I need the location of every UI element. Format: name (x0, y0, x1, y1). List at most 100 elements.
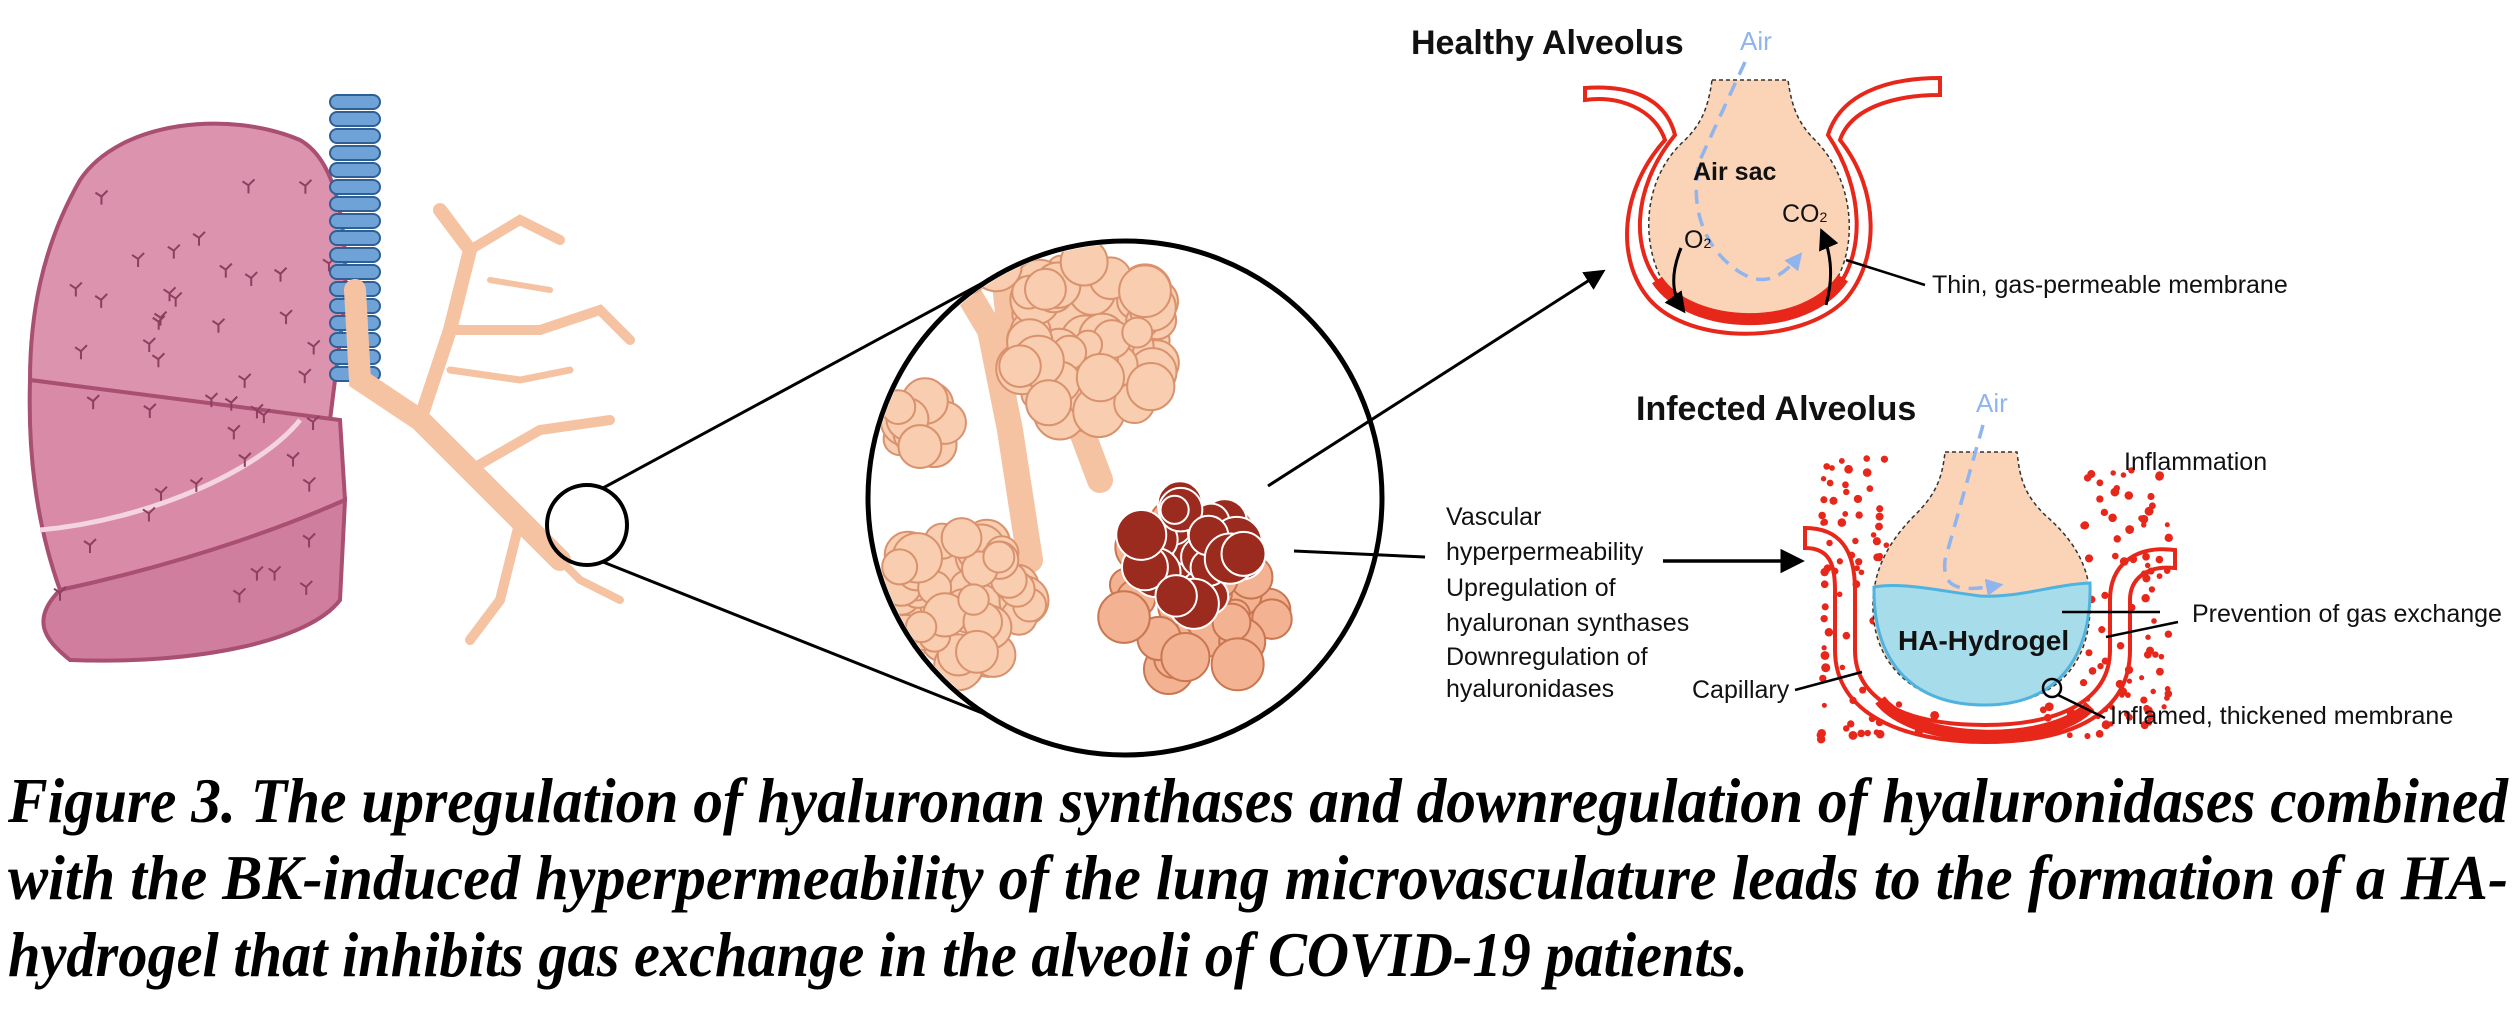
lung-texture-mark (192, 231, 206, 246)
inflammation-dot (2139, 675, 2145, 681)
lung-texture-mark (227, 424, 241, 440)
ha-hydrogel (1872, 581, 2092, 707)
inflammation-dot (2145, 634, 2151, 640)
trachea (329, 94, 381, 382)
inflammation-dot (2084, 733, 2091, 740)
lung-texture-mark (69, 281, 83, 297)
inflammation-dot (1859, 686, 1867, 694)
inflammation-dot (2140, 696, 2148, 704)
co2-label: CO (1782, 200, 1820, 228)
lung-texture-mark (298, 179, 313, 194)
trachea-ring (329, 145, 381, 161)
lung-texture-mark (162, 286, 177, 302)
alveolus-bubble (1118, 264, 1172, 319)
inflammation-dot (2044, 702, 2054, 712)
alveolus-bubble (940, 517, 983, 559)
lung-texture-mark (241, 178, 256, 194)
trachea-ring (329, 94, 381, 110)
inflammation-dot (2124, 491, 2134, 500)
inflammation-dot (2164, 522, 2170, 528)
inflammation-dot (1826, 539, 1833, 547)
inflammation-dot (2164, 533, 2173, 543)
inflammation-dot (2164, 630, 2173, 638)
trachea-ring (329, 162, 381, 178)
inflammation-dot (2144, 706, 2153, 715)
inflammation-dot (2101, 720, 2111, 730)
inflammation-dot (1829, 496, 1838, 505)
mechanism-line: hyaluronidases (1446, 675, 1614, 703)
air-sac-healthy (1648, 79, 1851, 317)
lung-texture-mark (53, 586, 67, 601)
inflammation-dot (2128, 467, 2135, 474)
inflammation-dot (2155, 472, 2164, 481)
inflammation-dot (2126, 678, 2133, 684)
inflammation-dot (2113, 535, 2121, 543)
caption-line: hydrogel that inhibits gas exchange in t… (8, 919, 1748, 990)
lung-texture-mark (250, 403, 264, 419)
inflammation-label: Inflammation (2124, 448, 2267, 476)
infected-alveolus-bubble (1220, 530, 1267, 577)
inflammation-dot (2155, 667, 2164, 676)
inflammation-dot (1843, 725, 1850, 732)
alveolus-bubble (1160, 632, 1211, 683)
alveolus-bubble (966, 244, 1000, 267)
inflammation-dot (2100, 508, 2109, 517)
inflammation-dot (1875, 512, 1884, 521)
inflammation-dot (1853, 494, 1863, 504)
inflammation-dot (2120, 472, 2127, 478)
alveolus-bubble (1097, 590, 1151, 644)
figure-caption: Figure 3. The upregulation of hyaluronan… (7, 765, 2509, 990)
lung-illustration (27, 121, 348, 663)
lung-texture-mark (142, 506, 156, 522)
inflammation-dot (1842, 631, 1851, 640)
alveoli-magnified-view (865, 238, 1385, 758)
lung-texture-mark (250, 565, 264, 581)
inflammation-dot (2146, 713, 2155, 721)
healthy-title: Healthy Alveolus (1411, 24, 1684, 62)
lung-texture-mark (143, 403, 157, 418)
lung-texture-mark (302, 532, 316, 548)
co2-subscript: 2 (1820, 209, 1828, 225)
inflammation-dot (1870, 532, 1877, 538)
inflammation-dot (2147, 492, 2155, 501)
air-flow-arrow (1694, 61, 1803, 282)
lung-texture-mark (224, 395, 238, 411)
inflammation-dot (2142, 552, 2150, 561)
inflammation-dot (2108, 513, 2117, 523)
inflammation-dot (1895, 701, 1903, 708)
inflammation-dot (2116, 642, 2125, 650)
inflammation-dot (1839, 664, 1846, 671)
inflammation-dot (1863, 455, 1871, 462)
inflammation-dot (1816, 735, 1826, 744)
inflammation-dot (1930, 710, 1940, 720)
inflammation-dot (1821, 702, 1827, 708)
lung-texture-mark (94, 293, 108, 308)
inflammation-dots (1816, 455, 2173, 744)
alveolus-bubble (1025, 379, 1073, 427)
air-flow-arrow-infected (1942, 424, 2004, 597)
lung-lower-lobe (41, 496, 348, 663)
inflammation-dot (1872, 537, 1881, 546)
bronchial-tree (344, 203, 635, 645)
inflammation-dot (1819, 674, 1827, 682)
inflammation-dot (1864, 729, 1871, 737)
trachea-ring (329, 111, 381, 127)
inflammation-dot (1836, 558, 1844, 565)
trachea-ring (329, 247, 381, 263)
air-sac-label: Air sac (1693, 158, 1776, 186)
lung-texture-mark (302, 476, 316, 492)
inflammation-dot (1821, 603, 1829, 611)
caption-line: Figure 3. The upregulation of hyaluronan… (7, 765, 2509, 836)
inflammation-dot (1820, 651, 1830, 660)
lung-texture-mark (238, 373, 252, 388)
lung-texture-mark (204, 392, 219, 408)
inflammation-dot (2066, 732, 2073, 739)
alveolus-bubble (983, 244, 1021, 261)
lung-texture-mark (167, 243, 181, 259)
inflammation-dot (2096, 479, 2104, 487)
inflammation-dot (2088, 667, 2097, 675)
mechanism-line: hyperpermeability (1446, 538, 1644, 566)
trachea-ring (329, 179, 381, 195)
thickened-membrane-red (1875, 695, 2095, 742)
inflammation-dot (1852, 537, 1859, 545)
